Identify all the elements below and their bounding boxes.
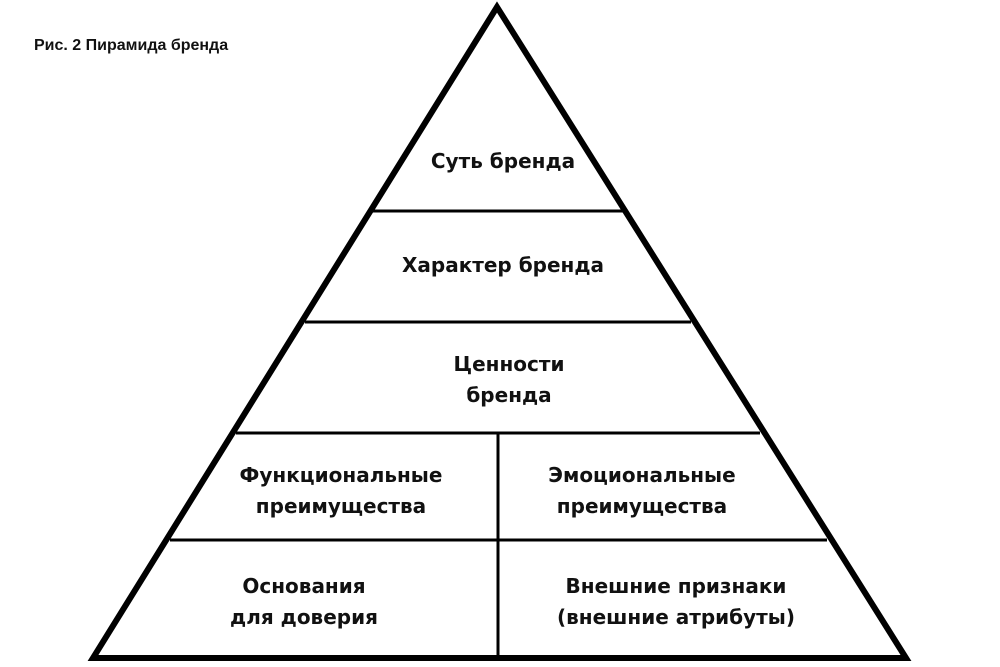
level-values: Ценности бренда xyxy=(454,349,565,411)
level-emotional-benefits: Эмоциональные преимущества xyxy=(548,460,735,522)
external-attributes-line1: Внешние признаки xyxy=(565,574,787,598)
trust-reasons-line1: Основания xyxy=(242,574,366,598)
level-character-label: Характер бренда xyxy=(401,253,605,277)
emotional-benefits-line2: преимущества xyxy=(556,494,728,518)
level-essence: Суть бренда xyxy=(431,146,575,177)
figure-caption: Рис. 2 Пирамида бренда xyxy=(34,37,229,54)
level-trust-reasons: Основания для доверия xyxy=(230,571,378,633)
emotional-benefits-line1: Эмоциональные xyxy=(548,463,736,487)
trust-reasons-line2: для доверия xyxy=(230,605,378,629)
functional-benefits-line2: преимущества xyxy=(255,494,427,518)
level-functional-benefits: Функциональные преимущества xyxy=(240,460,443,522)
level-essence-label: Суть бренда xyxy=(430,149,576,173)
level-external-attributes: Внешние признаки (внешние атрибуты) xyxy=(557,571,795,633)
external-attributes-line2: (внешние атрибуты) xyxy=(556,605,796,629)
functional-benefits-line1: Функциональные xyxy=(239,463,443,487)
level-values-line2: бренда xyxy=(466,383,552,407)
level-character: Характер бренда xyxy=(402,250,604,281)
level-values-line1: Ценности xyxy=(453,352,565,376)
